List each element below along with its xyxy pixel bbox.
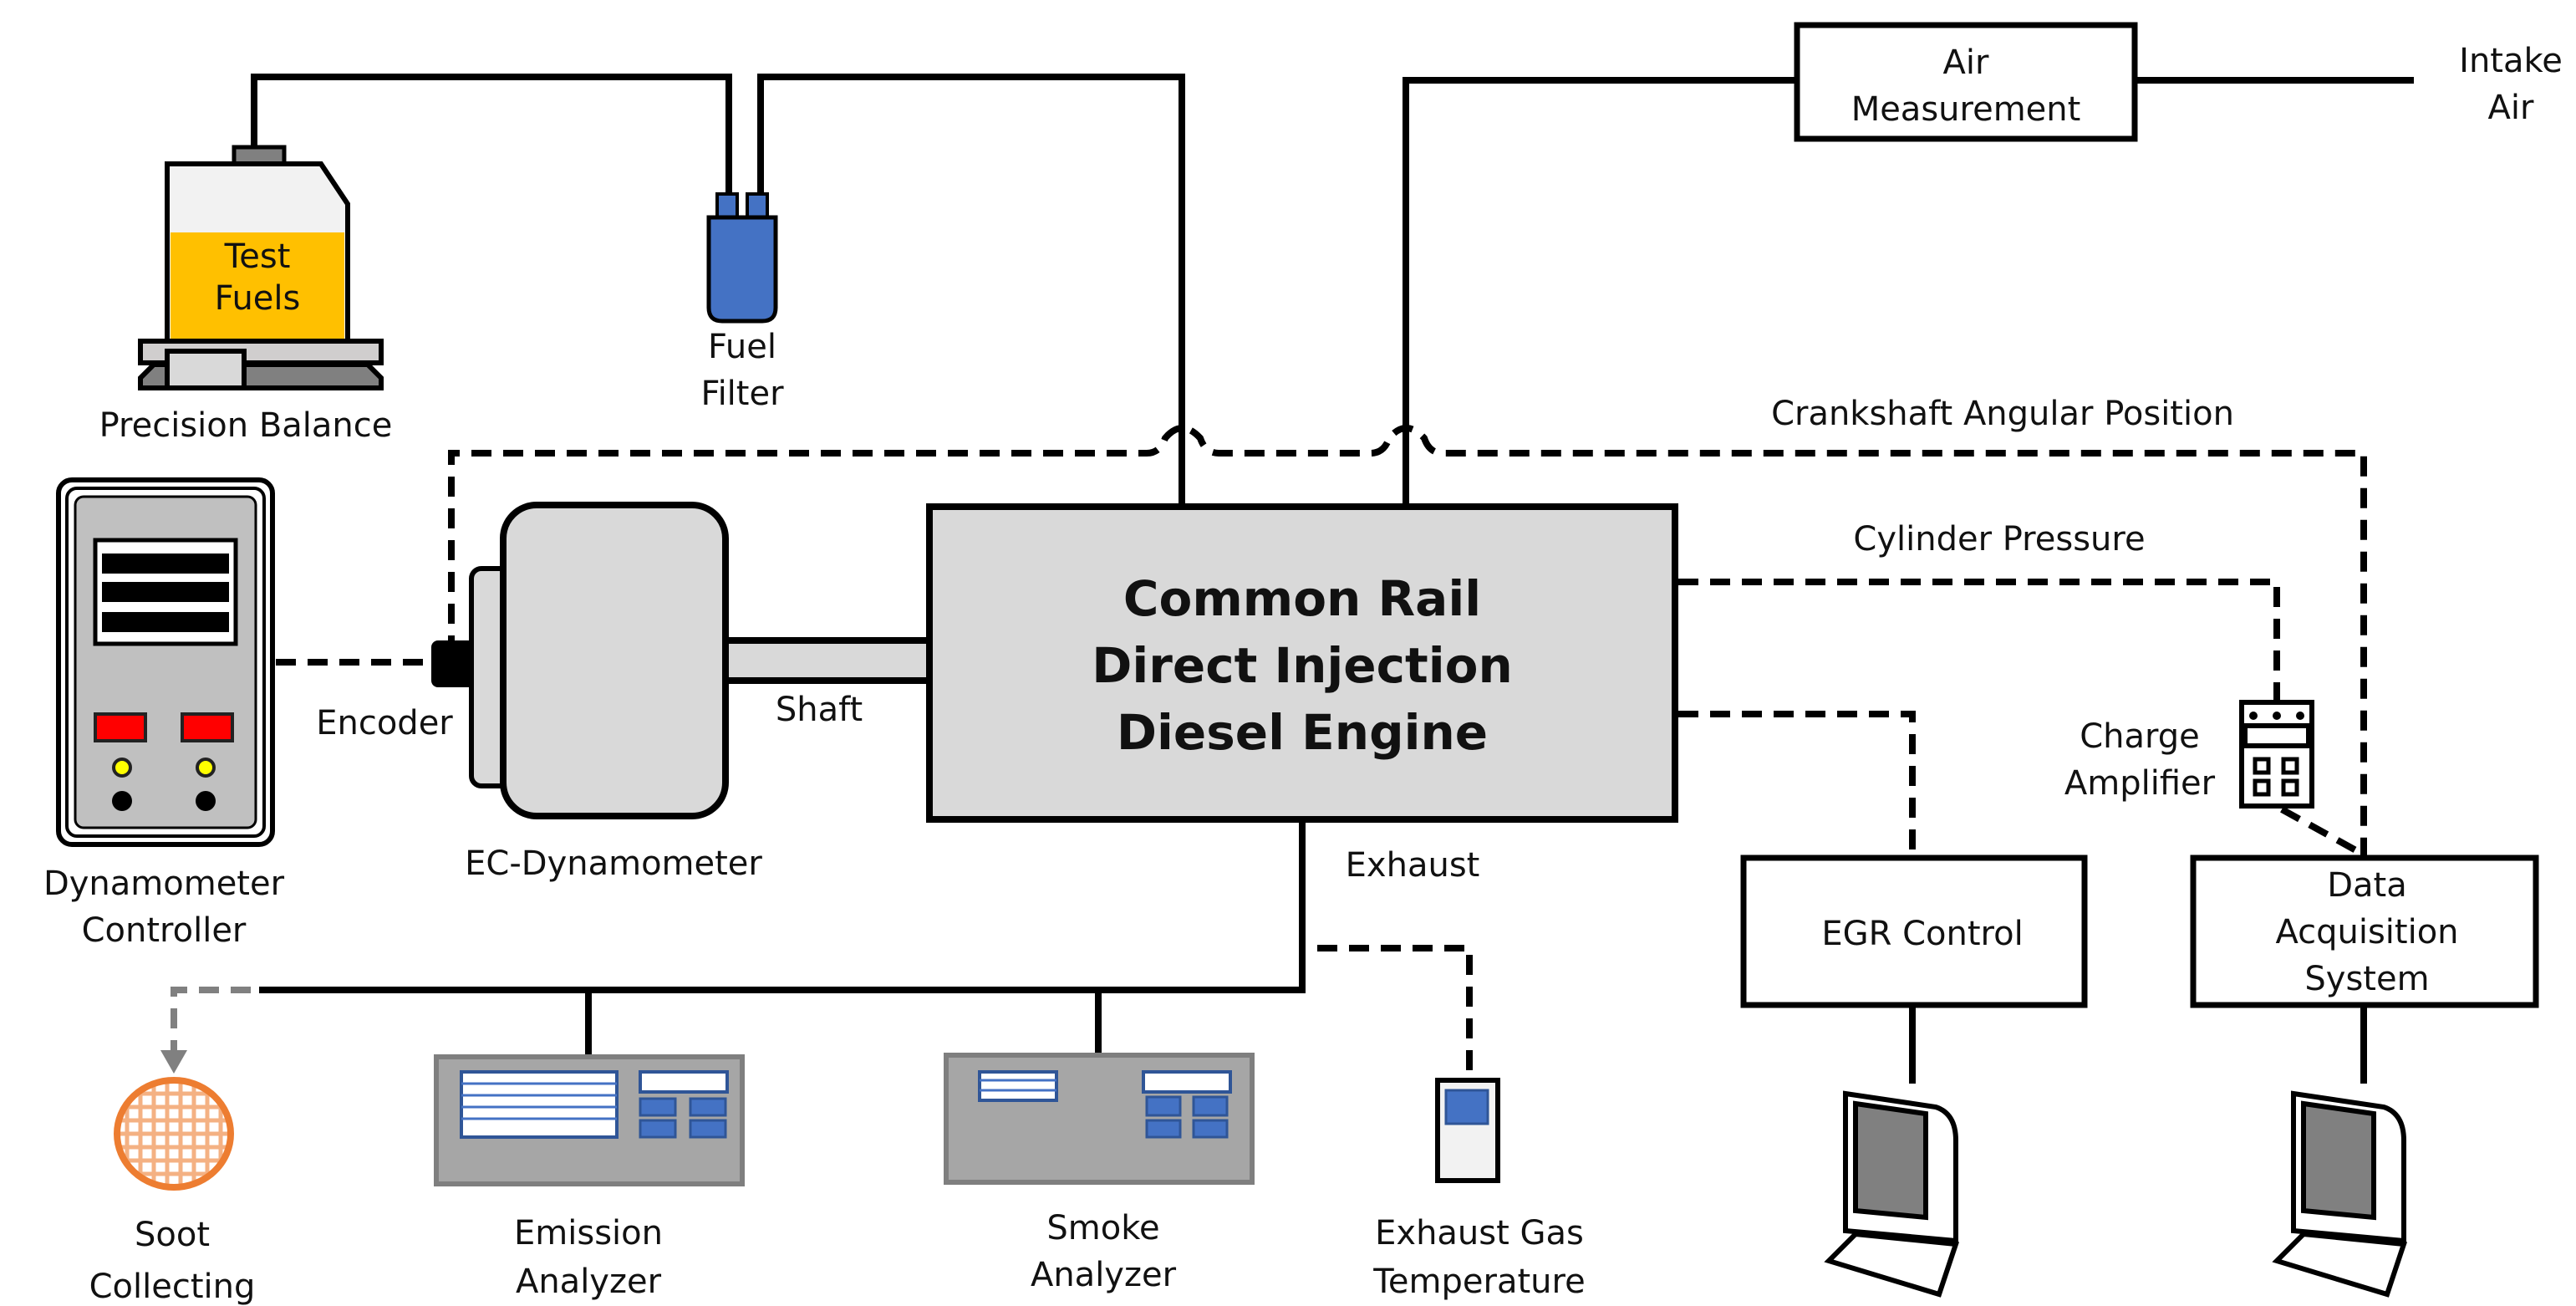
diesel-engine: Common Rail Direct Injection Diesel Engi… bbox=[926, 503, 1678, 823]
encoder bbox=[431, 640, 475, 687]
dynamometer-body bbox=[500, 502, 729, 819]
controller-knob bbox=[196, 791, 216, 811]
shaft-label: Shaft bbox=[776, 691, 863, 729]
shaft: Shaft bbox=[722, 637, 933, 729]
crankshaft-signal-line: Crankshaft Angular Position bbox=[448, 395, 2367, 856]
engine-label-line2: Direct Injection bbox=[1092, 637, 1512, 694]
precision-balance: Test Fuels Precision Balance bbox=[99, 145, 393, 445]
egr-control-box bbox=[1740, 855, 2088, 1008]
ec-dynamometer: Encoder EC-Dynamometer bbox=[316, 502, 762, 883]
fuel-filter: Fuel Filter bbox=[700, 192, 784, 413]
egr-control: EGR Control bbox=[1740, 855, 2088, 1008]
egt-label-line2: Temperature bbox=[1372, 1263, 1585, 1301]
cylinder-pressure-line bbox=[1678, 579, 2280, 702]
tank-label-line2: Fuels bbox=[215, 279, 301, 318]
cylinder-pressure-signal: Cylinder Pressure bbox=[1678, 520, 2280, 702]
engine-label-line3: Diesel Engine bbox=[1117, 704, 1488, 761]
smoke-analyzer: Smoke Analyzer bbox=[944, 1053, 1255, 1294]
emission-analyzer-label-line2: Analyzer bbox=[516, 1263, 662, 1301]
precision-balance-label: Precision Balance bbox=[99, 406, 393, 445]
exhaust-main-line bbox=[259, 823, 1306, 993]
fuel-line-filter-to-engine bbox=[757, 74, 1185, 507]
exhaust-gas-temperature-sensor: Exhaust Gas Temperature bbox=[1372, 1078, 1586, 1301]
engine-box bbox=[926, 503, 1678, 823]
air-measurement-label-line2: Measurement bbox=[1851, 90, 2081, 129]
daq-label-line1: Data bbox=[2327, 866, 2407, 905]
controller-indicator-red bbox=[181, 712, 234, 742]
emission-analyzer-label-line1: Emission bbox=[514, 1214, 663, 1252]
dynamometer-controller-label-line2: Controller bbox=[82, 911, 247, 950]
soot-label-line1: Soot bbox=[135, 1216, 210, 1254]
air-lines bbox=[1403, 77, 2414, 507]
data-acquisition-system: Data Acquisition System bbox=[2190, 855, 2539, 1008]
smoke-analyzer-label-line2: Analyzer bbox=[1031, 1256, 1177, 1294]
dynamometer-controller: Dynamometer Controller bbox=[43, 477, 285, 950]
cylinder-pressure-label: Cylinder Pressure bbox=[1853, 520, 2145, 559]
computer-icon bbox=[1824, 1090, 1960, 1298]
emission-analyzer: Emission Analyzer bbox=[434, 1054, 745, 1301]
ec-dynamometer-label: EC-Dynamometer bbox=[465, 844, 762, 883]
air-measurement-label-line1: Air bbox=[1943, 43, 1989, 82]
computer-icon bbox=[2272, 1090, 2408, 1298]
controller-led bbox=[196, 758, 216, 778]
fuel-line-tank-to-filter bbox=[251, 74, 732, 197]
daq-label-line3: System bbox=[2304, 960, 2429, 998]
controller-knob bbox=[112, 791, 132, 811]
charge-amplifier: Charge Amplifier bbox=[2064, 700, 2314, 809]
encoder-label: Encoder bbox=[316, 704, 453, 742]
charge-amplifier-label-line2: Amplifier bbox=[2064, 764, 2216, 803]
intake-air-label-line2: Air bbox=[2488, 89, 2534, 127]
crankshaft-angular-position-label: Crankshaft Angular Position bbox=[1771, 395, 2234, 433]
daq-label-line2: Acquisition bbox=[2275, 913, 2458, 951]
daq-box bbox=[2190, 855, 2539, 1008]
egr-control-label: EGR Control bbox=[1821, 915, 2023, 953]
balance-display bbox=[165, 349, 247, 390]
soot-label-line2: Collecting bbox=[89, 1268, 256, 1306]
exhaust-line: Exhaust bbox=[259, 823, 1479, 1079]
dynamometer-controller-label-line1: Dynamometer bbox=[43, 865, 285, 903]
intake-air-label-line1: Intake bbox=[2459, 42, 2563, 80]
fuel-level bbox=[171, 232, 344, 339]
filter-body bbox=[706, 215, 778, 324]
engine-egr-signal-line bbox=[1678, 711, 1916, 856]
fuel-lines bbox=[251, 74, 1185, 507]
air-measurement-box bbox=[1794, 22, 2138, 142]
air-line-to-engine bbox=[1403, 77, 1797, 507]
egt-label-line1: Exhaust Gas bbox=[1375, 1214, 1584, 1252]
exhaust-label: Exhaust bbox=[1346, 846, 1480, 885]
fuel-filter-label-line1: Fuel bbox=[708, 328, 776, 366]
fuel-filter-label-line2: Filter bbox=[700, 375, 784, 413]
soot-collecting: Soot Collecting bbox=[89, 987, 256, 1306]
charge-amplifier-label-line1: Charge bbox=[2080, 717, 2200, 756]
engine-label-line1: Common Rail bbox=[1123, 570, 1481, 627]
arrow-down-icon bbox=[160, 1050, 187, 1074]
soot-filter-paper bbox=[114, 1077, 234, 1191]
controller-indicator-red bbox=[94, 712, 147, 742]
controller-led bbox=[112, 758, 132, 778]
smoke-analyzer-label-line1: Smoke bbox=[1046, 1209, 1159, 1247]
air-measurement: Air Measurement Intake Air bbox=[1794, 22, 2563, 142]
charge-amp-to-daq-line bbox=[2280, 806, 2362, 856]
exhaust-temp-signal-line bbox=[1317, 945, 1473, 1079]
tank-label-line1: Test bbox=[224, 237, 291, 276]
